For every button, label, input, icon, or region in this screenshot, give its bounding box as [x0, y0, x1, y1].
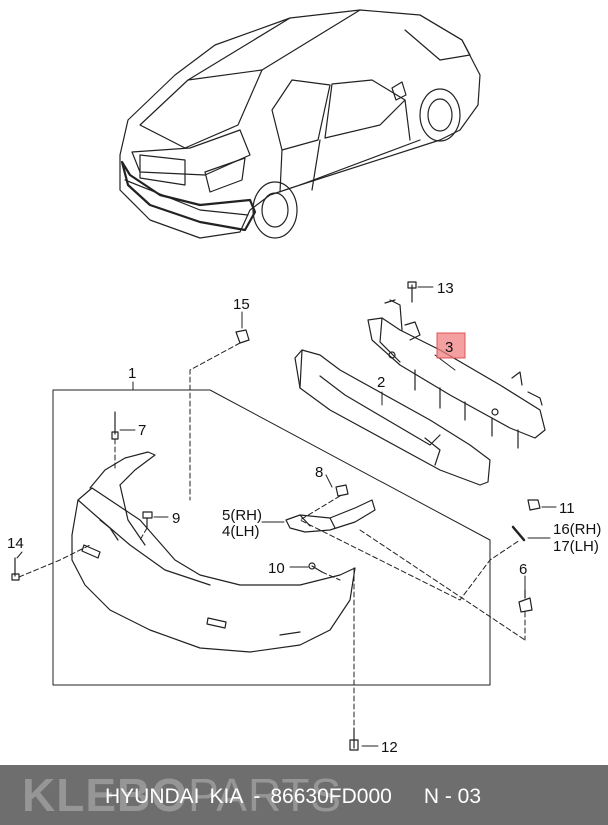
screw-14	[11, 557, 20, 581]
brand-label: HYUNDAI	[105, 785, 200, 808]
leader-lines	[16, 286, 557, 747]
callout-16: 16(RH)	[553, 521, 601, 538]
callout-7: 7	[138, 422, 146, 439]
bumper-group-frame	[52, 389, 491, 686]
callout-12: 12	[381, 739, 398, 756]
rear-beam	[367, 299, 546, 449]
screw-7	[111, 411, 119, 440]
separator: -	[253, 785, 261, 808]
assembly-lines	[18, 342, 526, 729]
callout-5: 5(RH)	[222, 507, 262, 524]
part-caption: HYUNDAI KIA-86630FD000 N - 03	[105, 785, 491, 809]
callout-8: 8	[315, 464, 323, 481]
screw-10	[308, 562, 323, 573]
bolt-16-17	[511, 525, 526, 542]
callout-2: 2	[377, 374, 385, 391]
screw-12	[349, 727, 359, 751]
watermark: KLEBOPARTS	[22, 768, 342, 822]
part-number: 86630FD000	[270, 785, 392, 808]
callout-6: 6	[519, 561, 527, 578]
sheet-label: N - 03	[423, 785, 481, 808]
clip-9	[142, 511, 153, 529]
clip-8	[335, 484, 349, 497]
callout-10: 10	[268, 560, 285, 577]
maker-label: KIA	[209, 785, 244, 808]
bumper-cover	[71, 451, 356, 653]
callout-13: 13	[437, 280, 454, 297]
highlight-box-3	[436, 332, 466, 359]
side-bracket	[285, 499, 376, 533]
callout-17: 17(LH)	[553, 538, 599, 555]
callout-3: 3	[445, 339, 453, 356]
callout-4: 4(LH)	[222, 523, 260, 540]
callout-9: 9	[172, 510, 180, 527]
watermark-bold: KLEBO	[22, 769, 188, 821]
nut-15	[235, 329, 250, 344]
energy-absorber	[294, 349, 491, 486]
callout-11: 11	[559, 500, 575, 517]
car-illustration	[119, 9, 481, 239]
nut-11	[527, 499, 541, 511]
watermark-light: PARTS	[188, 769, 343, 821]
footer-bar: KLEBOPARTS HYUNDAI KIA-86630FD000 N - 03	[0, 765, 608, 825]
callout-14: 14	[7, 535, 24, 552]
bolt-13	[407, 281, 417, 303]
clip-6	[518, 589, 533, 613]
callout-1: 1	[128, 365, 136, 382]
parts-diagram: 1 2 3 4(LH) 5(RH) 6 7 8 9 10 11 12 13 14…	[7, 9, 601, 756]
callout-15: 15	[233, 296, 250, 313]
